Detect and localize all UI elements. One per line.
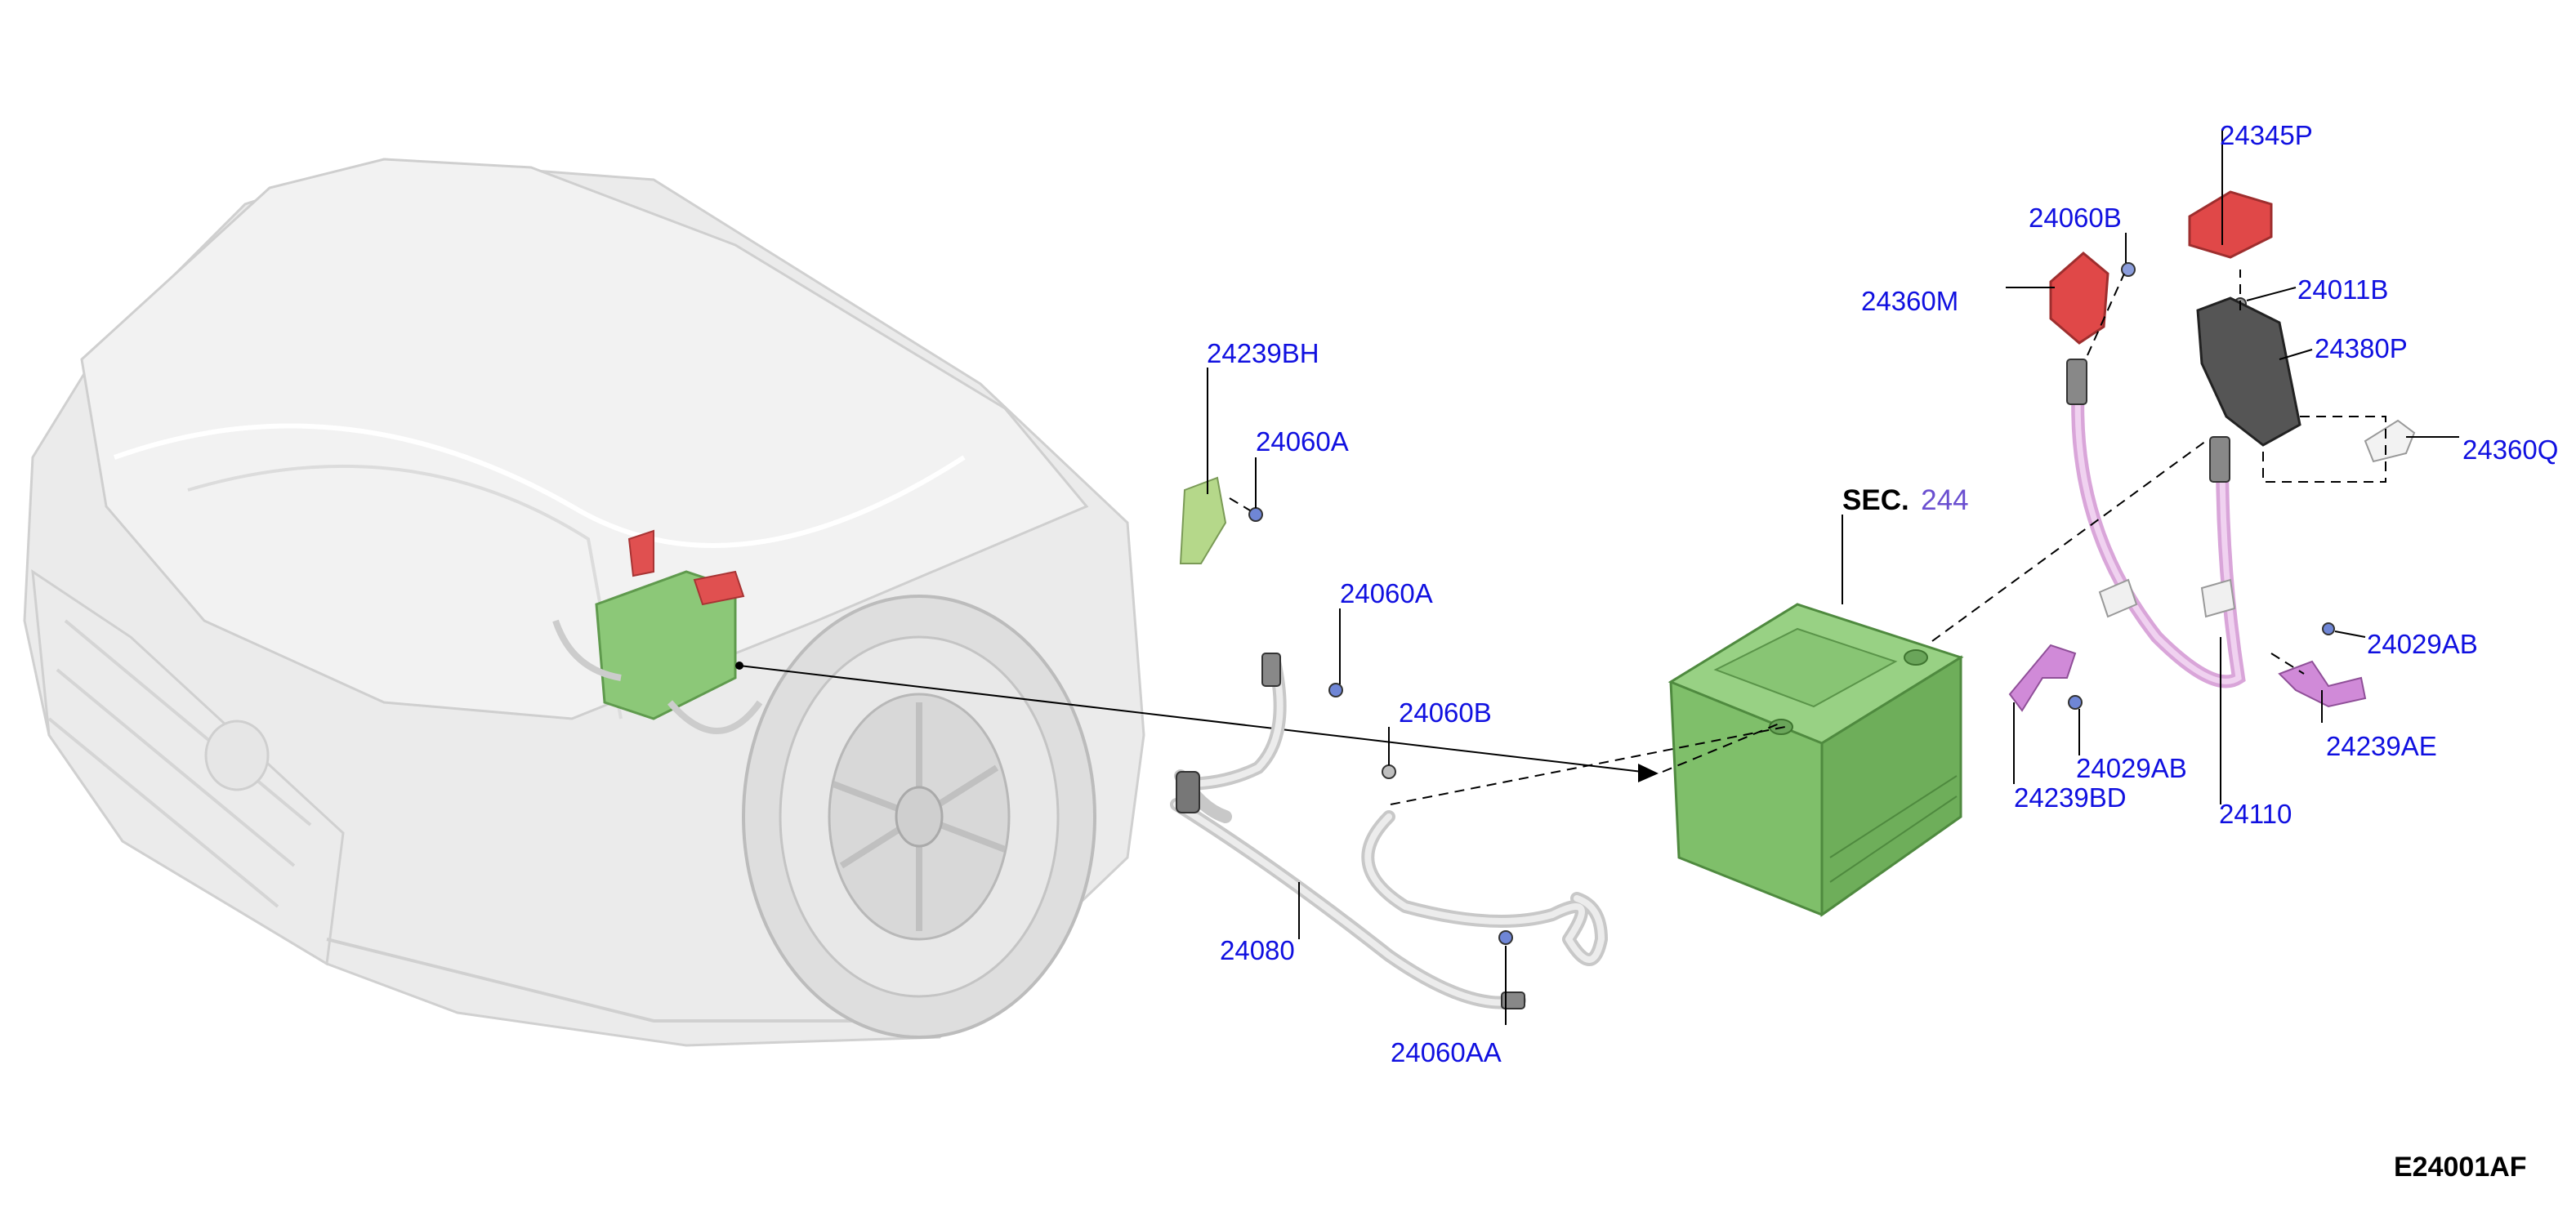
- sec-number: 244: [1921, 484, 1968, 516]
- part-labels: 24239BH 24060A 24060A 24060B 24080 24060…: [1207, 120, 2558, 1183]
- label-24360Q: 24360Q: [2462, 434, 2558, 465]
- label-24011B: 24011B: [2297, 274, 2388, 305]
- sec-prefix: SEC.: [1842, 484, 1909, 516]
- label-24110: 24110: [2219, 799, 2292, 829]
- figure-code: E24001AF: [2394, 1152, 2527, 1183]
- label-24239BH: 24239BH: [1207, 338, 1319, 368]
- leader-lines: [1207, 129, 2459, 1025]
- label-24239AE: 24239AE: [2326, 731, 2437, 761]
- label-24060A-upper: 24060A: [1256, 426, 1349, 457]
- reference-arrow: [739, 665, 1659, 782]
- label-24060B-left: 24060B: [1399, 697, 1492, 728]
- bolt-24060A-upper: [1248, 507, 1263, 522]
- nut-24060B-right: [2121, 262, 2136, 277]
- label-24345P: 24345P: [2220, 120, 2313, 150]
- label-24029AB-right: 24029AB: [2367, 629, 2478, 659]
- cover-24345P: [2188, 190, 2273, 259]
- cable-24080: [1170, 653, 1608, 1009]
- fuse-block-24380P: [2196, 296, 2301, 447]
- label-24239BD: 24239BD: [2014, 782, 2127, 813]
- label-24029AB-left: 24029AB: [2076, 753, 2187, 783]
- bracket-24239BH: [1179, 476, 1227, 564]
- label-24060B-right: 24060B: [2029, 203, 2122, 233]
- battery-illustration: [1667, 603, 1964, 917]
- nut-24060B-left: [1382, 764, 1396, 779]
- sec-reference: SEC. 244: [1842, 484, 1969, 516]
- label-24060AA: 24060AA: [1391, 1037, 1502, 1067]
- dashed-assembly-lines: [1229, 270, 2386, 805]
- bolt-24029AB-left: [2068, 695, 2083, 710]
- cover-24360M: [2049, 252, 2109, 345]
- label-24060A-lower: 24060A: [1340, 578, 1433, 608]
- label-24360M: 24360M: [1861, 286, 1958, 316]
- cover-24360Q: [2364, 419, 2416, 463]
- bolt-24060AA: [1498, 930, 1513, 945]
- label-24080: 24080: [1220, 935, 1295, 965]
- cable-24110: [2066, 359, 2246, 688]
- label-24380P: 24380P: [2315, 333, 2408, 363]
- vehicle-front-illustration: [23, 158, 1145, 1047]
- bolt-24060A-lower: [1328, 683, 1343, 697]
- bolt-24029AB-right: [2322, 622, 2335, 635]
- bracket-24239BD: [2008, 644, 2077, 712]
